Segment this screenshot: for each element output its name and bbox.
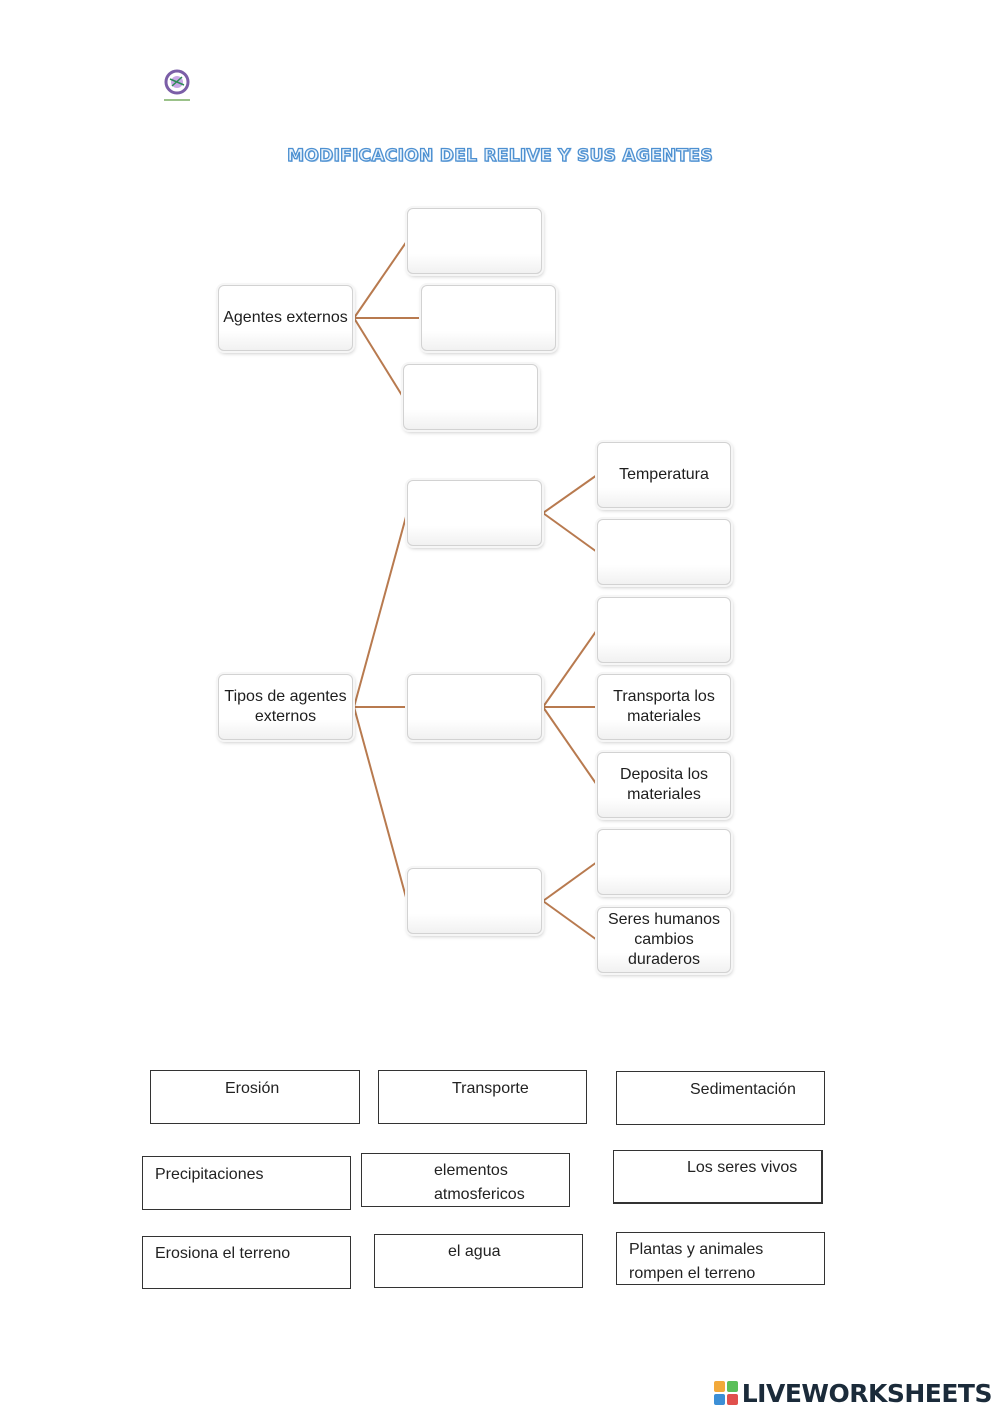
word-card-label: Los seres vivos bbox=[687, 1159, 798, 1176]
brand-tiles-icon bbox=[713, 1381, 738, 1405]
branch-answer-box[interactable] bbox=[407, 674, 542, 740]
answer-box[interactable] bbox=[403, 364, 538, 430]
deposita-node: Deposita los materiales bbox=[597, 752, 731, 818]
word-card[interactable]: Los seres vivos bbox=[613, 1150, 823, 1204]
liveworksheets-brand: LIVEWORKSHEETS bbox=[713, 1378, 993, 1408]
word-card[interactable]: Plantas y animales rompen el terreno bbox=[616, 1232, 825, 1285]
word-card[interactable]: Precipitaciones bbox=[142, 1156, 351, 1210]
word-card-label: Erosiona el terreno bbox=[155, 1245, 291, 1262]
answer-box[interactable] bbox=[407, 208, 542, 274]
brand-text: LIVEWORKSHEETS bbox=[741, 1378, 993, 1408]
seres-humanos-node: Seres humanos cambios duraderos bbox=[597, 907, 731, 973]
school-logo-icon bbox=[158, 66, 196, 106]
answer-box[interactable] bbox=[597, 829, 731, 895]
word-card-label: Precipitaciones bbox=[155, 1166, 264, 1183]
temperatura-node: Temperatura bbox=[597, 442, 731, 508]
word-card-label: Transporte bbox=[452, 1080, 529, 1097]
answer-box[interactable] bbox=[597, 519, 731, 585]
word-card[interactable]: Erosión bbox=[150, 1070, 360, 1124]
agentes-externos-node: Agentes externos bbox=[218, 285, 353, 351]
word-card[interactable]: Transporte bbox=[378, 1070, 587, 1124]
tipos-agentes-node: Tipos de agentes externos bbox=[218, 674, 353, 740]
word-card-label: el agua bbox=[448, 1243, 501, 1260]
page-title: MODIFICACION DEL RELIVE Y SUS AGENTES bbox=[286, 145, 713, 166]
branch-answer-box[interactable] bbox=[407, 868, 542, 934]
word-card[interactable]: elementos atmosfericos bbox=[361, 1153, 570, 1207]
word-card[interactable]: Sedimentación bbox=[616, 1071, 825, 1125]
word-card-label: Erosión bbox=[225, 1080, 280, 1097]
word-card[interactable]: Erosiona el terreno bbox=[142, 1236, 351, 1289]
word-card-label: Sedimentación bbox=[690, 1081, 796, 1098]
answer-box[interactable] bbox=[597, 597, 731, 663]
answer-box[interactable] bbox=[421, 285, 556, 351]
word-card[interactable]: el agua bbox=[374, 1234, 583, 1288]
branch-answer-box[interactable] bbox=[407, 480, 542, 546]
word-card-label: Plantas y animales rompen el terreno bbox=[629, 1241, 764, 1282]
transporta-node: Transporta los materiales bbox=[597, 674, 731, 740]
word-card-label: elementos atmosfericos bbox=[434, 1162, 525, 1203]
